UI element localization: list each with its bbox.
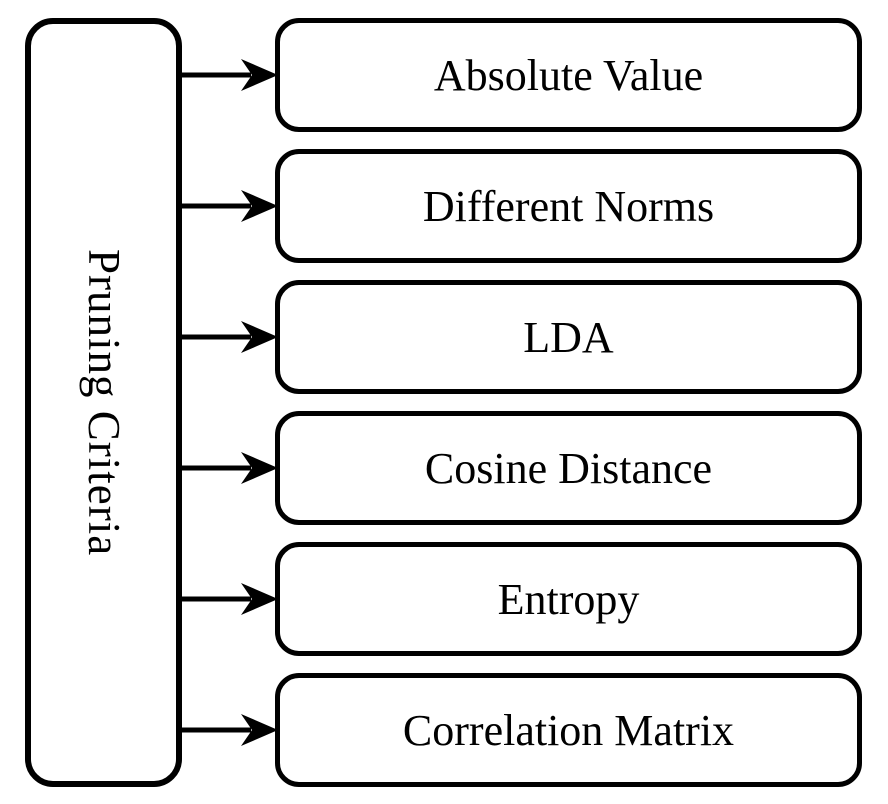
arrow-head bbox=[241, 59, 278, 91]
criterion-label: LDA bbox=[523, 312, 614, 362]
arrow-to-different-norms-icon bbox=[179, 190, 278, 222]
arrow-to-cosine-distance-icon bbox=[179, 452, 278, 484]
source-box-label: Pruning Criteria bbox=[79, 248, 129, 557]
criterion-label: Cosine Distance bbox=[424, 443, 713, 493]
criterion-box-correlation-matrix: Correlation Matrix bbox=[275, 673, 862, 787]
criterion-label: Correlation Matrix bbox=[402, 705, 735, 755]
criterion-box-absolute-value: Absolute Value bbox=[275, 18, 862, 132]
arrow-head bbox=[241, 583, 278, 615]
arrow-head bbox=[241, 190, 278, 222]
criterion-box-cosine-distance: Cosine Distance bbox=[275, 411, 862, 525]
criterion-box-different-norms: Different Norms bbox=[275, 149, 862, 263]
arrow-head bbox=[241, 714, 278, 746]
arrow-to-entropy-icon bbox=[179, 583, 278, 615]
arrow-to-lda-icon bbox=[179, 321, 278, 353]
criterion-label: Absolute Value bbox=[433, 50, 704, 100]
criterion-box-lda: LDA bbox=[275, 280, 862, 394]
arrow-to-absolute-value-icon bbox=[179, 59, 278, 91]
source-box-pruning-criteria: Pruning Criteria bbox=[25, 18, 182, 787]
criterion-box-entropy: Entropy bbox=[275, 542, 862, 656]
arrow-to-correlation-matrix-icon bbox=[179, 714, 278, 746]
criterion-label: Entropy bbox=[497, 574, 640, 624]
criteria-list: Absolute Value Different Norms LDA Cosin… bbox=[275, 18, 862, 787]
arrow-head bbox=[241, 452, 278, 484]
criterion-label: Different Norms bbox=[422, 181, 715, 231]
arrow-head bbox=[241, 321, 278, 353]
